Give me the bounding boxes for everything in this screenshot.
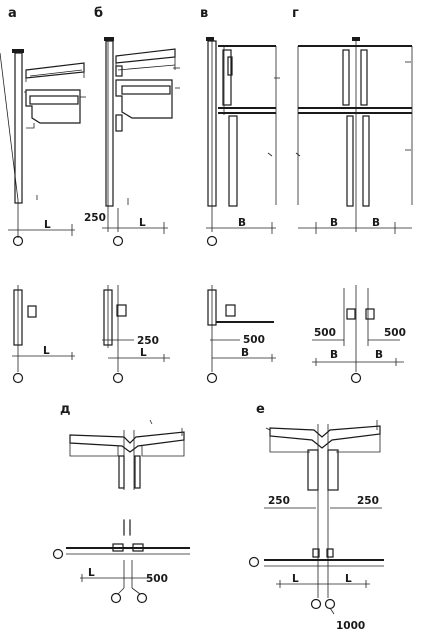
dim-L-a: L	[44, 219, 51, 231]
panel-v-elevation: В	[206, 37, 280, 247]
panel-e-plan: 250 250 L L 1000	[248, 495, 384, 632]
panel-b-plan: 250 L	[102, 285, 170, 384]
panel-v-plan: 500 В	[206, 285, 276, 384]
dim-250-b-plan: 250	[137, 335, 159, 347]
dim-500-g-right: 500	[384, 327, 406, 339]
dim-250-e-right: 250	[357, 495, 379, 507]
panel-g-plan: 500 500 В В	[312, 285, 406, 384]
axis-bubble-a-plan	[12, 372, 24, 384]
dim-L-d: L	[88, 567, 95, 579]
axis-bubble-v	[206, 235, 218, 247]
axis-bubble-e-2	[324, 598, 336, 610]
dim-B-v-plan: В	[241, 347, 249, 359]
dim-L-a-plan: L	[43, 345, 50, 357]
axis-bubble-b	[112, 235, 124, 247]
panel-label-g: г	[292, 6, 299, 21]
axis-bubble-d-left	[52, 548, 64, 560]
dim-250-e-left: 250	[268, 495, 290, 507]
panel-a-plan: L	[12, 285, 75, 384]
dim-B-g-right: В	[372, 217, 380, 229]
dim-B-g-plan-left: В	[330, 349, 338, 361]
panel-e-elevation	[265, 420, 381, 495]
dim-250-b: 250	[84, 212, 106, 224]
axis-bubble-e-left	[248, 556, 260, 568]
axis-bubble-d-2	[136, 592, 148, 604]
panel-label-v: в	[200, 6, 208, 21]
dim-B-v: В	[238, 217, 246, 229]
dim-L-e-right: L	[345, 573, 352, 585]
dim-1000-e: 1000	[336, 620, 365, 632]
panel-label-e: е	[256, 402, 265, 417]
axis-bubble-b-plan	[112, 372, 124, 384]
dim-B-g-left: В	[330, 217, 338, 229]
dim-500-g-left: 500	[314, 327, 336, 339]
dim-500-d: 500	[146, 573, 168, 585]
panel-d-plan: L 500	[52, 519, 190, 604]
panel-label-d: д	[60, 402, 71, 417]
dim-B-g-plan-right: В	[375, 349, 383, 361]
panel-a-elevation: L	[0, 49, 86, 247]
axis-bubble-v-plan	[206, 372, 218, 384]
axis-bubble-d-1	[110, 592, 122, 604]
axis-bubble-g-plan	[350, 372, 362, 384]
panel-label-a: а	[8, 6, 17, 21]
axis-bubble-a	[12, 235, 24, 247]
panel-label-b: б	[94, 6, 103, 21]
panel-d-elevation	[69, 419, 185, 490]
dim-500-v-plan: 500	[243, 334, 265, 346]
dim-L-e-left: L	[292, 573, 299, 585]
panel-g-elevation: В В	[295, 37, 413, 234]
dim-L-b: L	[139, 217, 146, 229]
dim-L-b-plan: L	[140, 347, 147, 359]
panel-b-elevation: 250 L	[84, 37, 180, 247]
axis-bubble-e-1	[310, 598, 322, 610]
